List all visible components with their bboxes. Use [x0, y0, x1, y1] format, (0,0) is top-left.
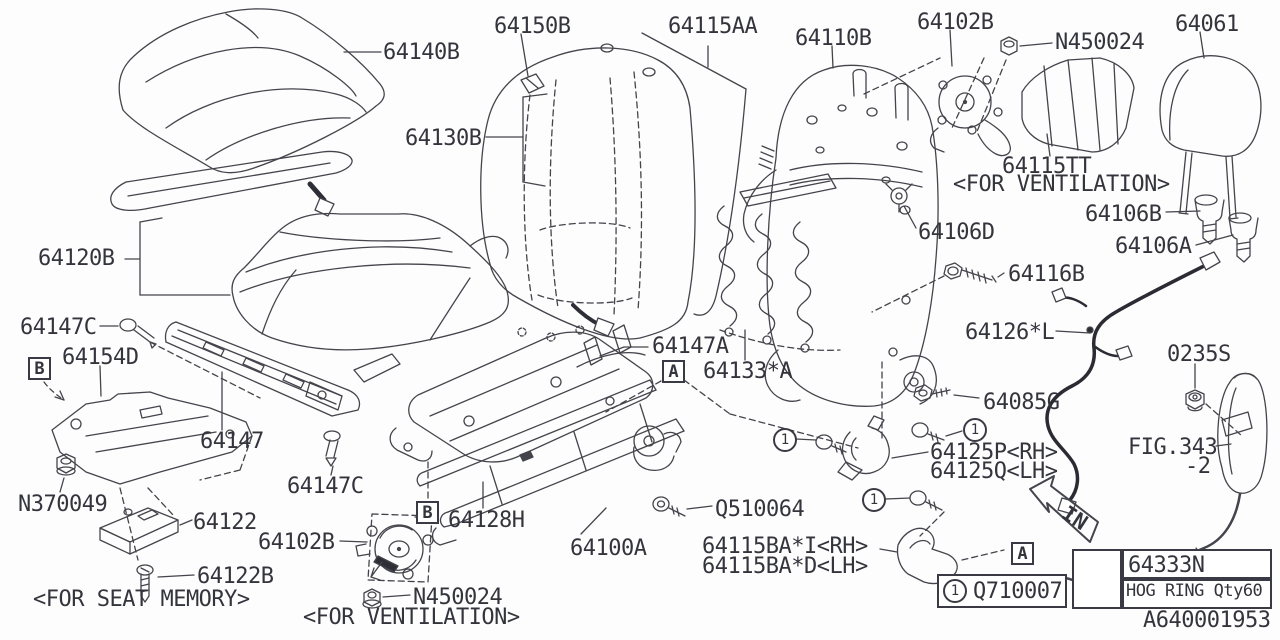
seat-back-panel-drawing	[641, 32, 747, 316]
part-label-64133a: 64133*A	[703, 359, 793, 384]
ref-label-fig343: FIG.343	[1128, 435, 1218, 460]
part-label-n370049: N370049	[18, 492, 108, 517]
part-label-64115aa: 64115AA	[668, 14, 758, 39]
part-label-q510064: Q510064	[715, 497, 805, 522]
wiring-harness-drawing	[1045, 251, 1221, 515]
hinge-bracket-drawing	[795, 415, 963, 481]
part-label-64115ba-lh: 64115BA*D<LH>	[702, 554, 868, 579]
seat-memory-bracket-drawing	[43, 318, 401, 603]
part-label-64102b-bottom: 64102B	[258, 530, 335, 555]
part-label-64140b: 64140B	[383, 40, 460, 65]
part-label-64116b: 64116B	[1008, 262, 1085, 287]
figure-code: A640001953	[1143, 608, 1271, 633]
headrest-drawing	[1159, 31, 1262, 263]
callout-one-left: 1	[773, 428, 797, 452]
ref-box-a-center: A	[662, 360, 685, 383]
ref-label-fig343-2: -2	[1185, 454, 1211, 479]
part-label-64128h: 64128H	[448, 508, 525, 533]
part-label-64125p: 64125P<RH>	[930, 440, 1058, 465]
part-label-64106d: 64106D	[918, 220, 995, 245]
ref-box-a-right: A	[1011, 542, 1034, 565]
spring-mat-drawing	[716, 173, 841, 361]
part-label-64150b: 64150B	[494, 14, 571, 39]
part-label-64122b: 64122B	[197, 564, 274, 589]
ref-box-b-center: B	[416, 501, 439, 524]
note-for-ventilation-bottom: <FOR VENTILATION>	[303, 605, 520, 630]
seat-back-frame-drawing	[742, 45, 939, 407]
nut-0235s-drawing	[1185, 363, 1243, 437]
ref-box-b-left: B	[28, 357, 51, 380]
callout-one-lower: 1	[862, 488, 886, 512]
side-bracket-drawing	[879, 490, 1005, 585]
part-label-64147c-front: 64147C	[20, 315, 97, 340]
part-label-64126l: 64126*L	[965, 320, 1055, 345]
legend-fastener-ref: Q710007	[973, 579, 1063, 604]
part-label-0235s: 0235S	[1167, 342, 1231, 367]
part-label-64125q: 64125Q<LH>	[930, 459, 1058, 484]
vent-motor-top-drawing	[863, 29, 1053, 157]
part-label-64100a: 64100A	[570, 536, 647, 561]
legend-hogring-desc: HOG RING Qty60	[1126, 581, 1263, 601]
part-label-64147a: 64147A	[652, 334, 729, 359]
part-label-64106a: 64106A	[1115, 234, 1192, 259]
part-label-64147: 64147	[200, 429, 264, 454]
legend-divider-horizontal	[1120, 577, 1272, 581]
part-label-n450024-bottom: N450024	[413, 585, 503, 610]
part-label-64154d: 64154D	[62, 345, 139, 370]
part-label-64115tt: 64115TT	[1002, 154, 1092, 179]
note-for-seat-memory: <FOR SEAT MEMORY>	[33, 587, 250, 612]
callout-one-right: 1	[963, 418, 987, 442]
part-label-64147c-rear: 64147C	[287, 474, 364, 499]
part-label-64085g: 64085G	[983, 390, 1060, 415]
legend-hogring-part: 64333N	[1128, 553, 1205, 578]
part-label-64061: 64061	[1175, 12, 1239, 37]
part-label-64115ba-rh: 64115BA*I<RH>	[702, 534, 868, 559]
bolt-64116b-drawing	[871, 262, 1005, 313]
note-for-ventilation-top: <FOR VENTILATION>	[953, 172, 1170, 197]
seat-back-cover-drawing	[480, 33, 696, 342]
part-label-64130b: 64130B	[405, 126, 482, 151]
part-label-64102b-top: 64102B	[917, 10, 994, 35]
seat-cushion-cover-drawing	[118, 8, 385, 174]
seat-cushion-pad-drawing	[124, 212, 510, 351]
part-label-64106b: 64106B	[1085, 202, 1162, 227]
in-arrow	[1029, 475, 1099, 543]
bolt-64085g-drawing	[881, 361, 980, 439]
part-label-n450024-top: N450024	[1055, 30, 1145, 55]
vent-panel-drawing	[1021, 57, 1135, 157]
headrest-clip-drawing	[885, 183, 917, 229]
part-label-64110b: 64110B	[795, 26, 872, 51]
part-label-64122: 64122	[193, 510, 257, 535]
legend-callout-one: 1	[943, 579, 967, 603]
part-label-64120b: 64120B	[38, 246, 115, 271]
cushion-side-strip-drawing	[110, 150, 353, 217]
